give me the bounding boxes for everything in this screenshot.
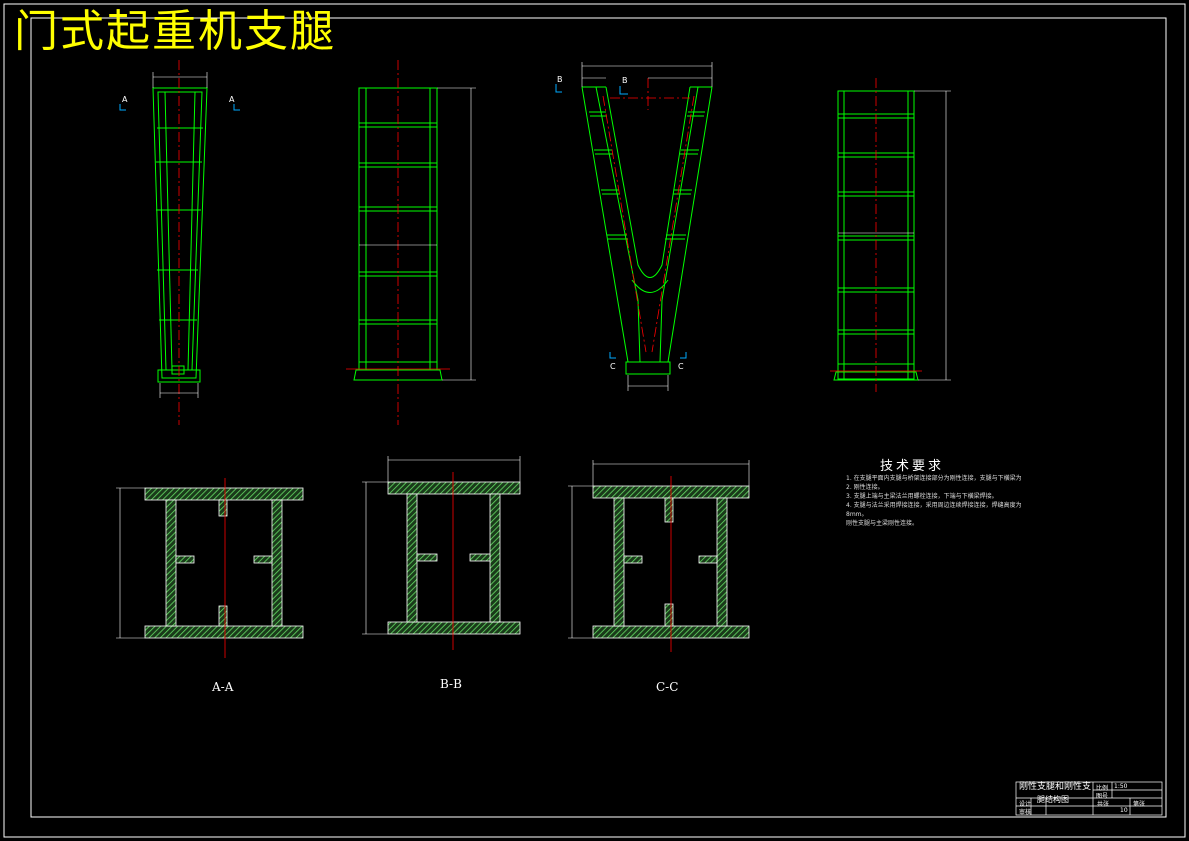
title-block-cell: 第张	[1133, 801, 1146, 808]
section-mark-c-text: C	[610, 362, 616, 371]
title-block-cell: 比例	[1096, 785, 1109, 792]
section-mark-a-text: A	[122, 95, 128, 104]
title-block-name: 刚性支腿和刚性支	[1019, 782, 1092, 792]
leg-side-view	[152, 87, 208, 383]
tech-requirements-list: 1. 在支腿平面内支腿与桥架连接部分为刚性连接，支腿与下横梁为 2. 刚性连接。…	[846, 474, 1046, 528]
leg-right-dimensions	[838, 90, 951, 381]
tech-requirement-item: 刚性支腿与主梁刚性连接。	[846, 520, 919, 527]
drawing-title: 门式起重机支腿	[14, 6, 336, 57]
section-label-c-c: C-C	[656, 680, 679, 694]
tech-requirement-item: 8mm。	[846, 511, 868, 518]
outer-border	[3, 3, 1186, 838]
tech-requirement-item: 2. 刚性连接。	[846, 484, 884, 491]
title-block-cell: 设计	[1019, 801, 1032, 808]
leg-front-dimensions	[359, 87, 476, 381]
inner-border	[30, 17, 1167, 818]
tech-requirement-item: 1. 在支腿平面内支腿与桥架连接部分为刚性连接，支腿与下横梁为	[846, 475, 1022, 482]
v-leg-dimensions	[581, 62, 713, 391]
tech-requirement-item: 4. 支腿与法兰采用焊接连接，采用周边连续焊接连接，焊缝高度为	[846, 502, 1022, 509]
title-block-cell: 共张	[1097, 801, 1110, 808]
section-mark-c-text-2: C	[678, 362, 684, 371]
title-block-cell: 1:50	[1114, 783, 1128, 790]
v-leg-view	[581, 86, 713, 375]
v-leg-centerlines	[602, 78, 695, 353]
title-block-cell: 审核	[1019, 809, 1032, 816]
section-b-b	[362, 456, 521, 650]
tech-requirement-item: 3. 支腿上端与主梁法兰用螺栓连接，下端与下横梁焊接。	[846, 493, 998, 500]
section-mark-b-text: B	[557, 75, 563, 84]
section-marks-bc	[555, 84, 687, 359]
title-block-cell: 10	[1120, 807, 1128, 814]
section-mark-a	[119, 104, 240, 111]
title-block	[1015, 781, 1163, 816]
tech-requirements-heading: 技术要求	[880, 459, 945, 474]
title-block-cell: 图号	[1096, 793, 1109, 800]
section-a-a	[116, 478, 304, 658]
section-mark-a-text-right: A	[229, 95, 235, 104]
section-label-a-a: A-A	[212, 680, 234, 694]
section-mark-b-text-2: B	[622, 76, 628, 85]
title-block-subtitle: 腿结构图	[1037, 795, 1069, 804]
section-c-c	[568, 460, 750, 652]
leg-side-dimensions	[152, 72, 208, 398]
section-label-b-b: B-B	[440, 677, 462, 691]
